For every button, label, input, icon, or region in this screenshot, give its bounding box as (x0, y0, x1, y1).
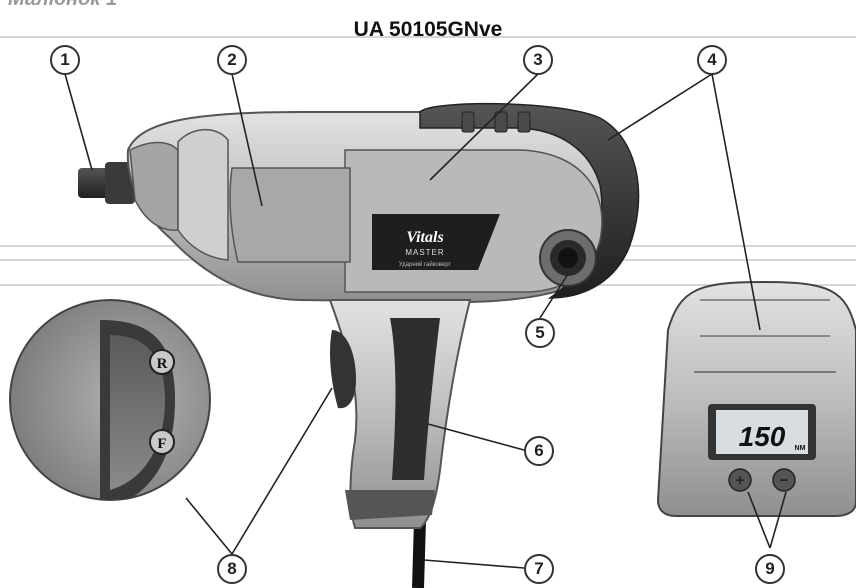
side-torque-knob (539, 229, 597, 287)
logo-panel (372, 214, 500, 270)
callout-7: 7 (524, 554, 554, 584)
callout-2: 2 (217, 45, 247, 75)
leader-lines (64, 73, 787, 569)
switch-inset: R F (9, 299, 211, 501)
motor-cover (419, 102, 640, 299)
callout-9: 9 (755, 554, 785, 584)
model-title: UA 50105GNve (353, 18, 503, 41)
power-cord (412, 519, 426, 588)
display-inset: 150 NM + − (656, 280, 856, 517)
svg-text:−: − (780, 472, 789, 489)
callout-1: 1 (50, 45, 80, 75)
lcd-value: 150 (739, 421, 786, 452)
callout-5: 5 (525, 318, 555, 348)
anvil (78, 162, 135, 204)
callout-4: 4 (697, 45, 727, 75)
brand-logo: Vitals (406, 229, 443, 246)
reverse-label: R (157, 356, 168, 372)
callout-3: 3 (523, 45, 553, 75)
svg-text:+: + (736, 472, 745, 489)
figure-label: Малюнок 1 (8, 0, 117, 11)
brand-tagline: Ударний гайковерт (399, 261, 452, 268)
forward-label: F (157, 436, 166, 452)
callout-6: 6 (524, 436, 554, 466)
callout-8: 8 (217, 554, 247, 584)
trigger (330, 330, 356, 409)
brand-sub: MASTER (405, 248, 444, 257)
lcd-unit: NM (795, 445, 806, 452)
